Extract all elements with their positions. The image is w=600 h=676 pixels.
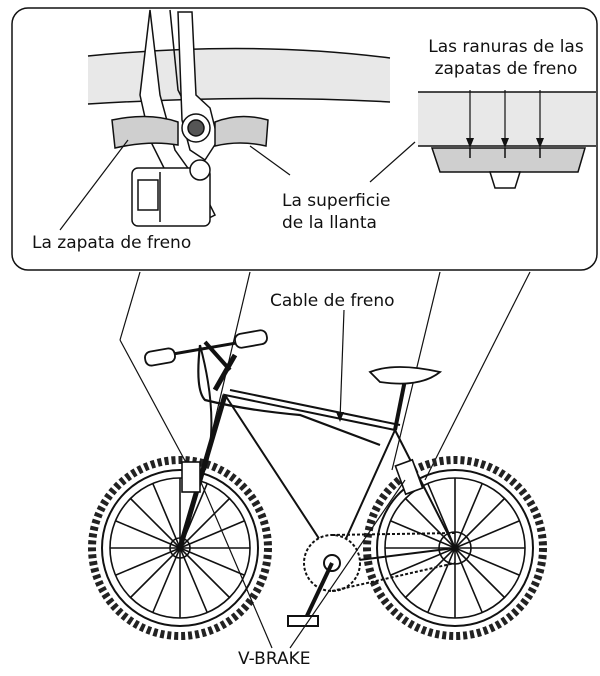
label-grooves: Las ranuras de las zapatas de freno xyxy=(413,36,599,80)
front-wheel xyxy=(88,456,272,640)
label-v-brake: V-BRAKE xyxy=(238,649,311,669)
label-grooves-line1: Las ranuras de las xyxy=(428,37,584,57)
bicycle-icon xyxy=(88,309,547,649)
label-grooves-line2: zapatas de freno xyxy=(434,59,578,79)
label-rim-surface: La superficie de la llanta xyxy=(282,190,390,234)
bike-frame xyxy=(177,353,456,627)
saddle xyxy=(368,366,443,385)
brake-shoe-icon xyxy=(369,90,596,189)
brake-cable-line xyxy=(197,344,381,447)
label-rim-line1: La superficie xyxy=(282,191,391,211)
label-brake-shoe: La zapata de freno xyxy=(32,233,192,253)
label-rim-line2: de la llanta xyxy=(282,213,377,233)
v-brake-arm-icon xyxy=(59,9,391,231)
label-brake-cable: Cable de freno xyxy=(270,291,395,311)
handlebar xyxy=(144,329,268,372)
